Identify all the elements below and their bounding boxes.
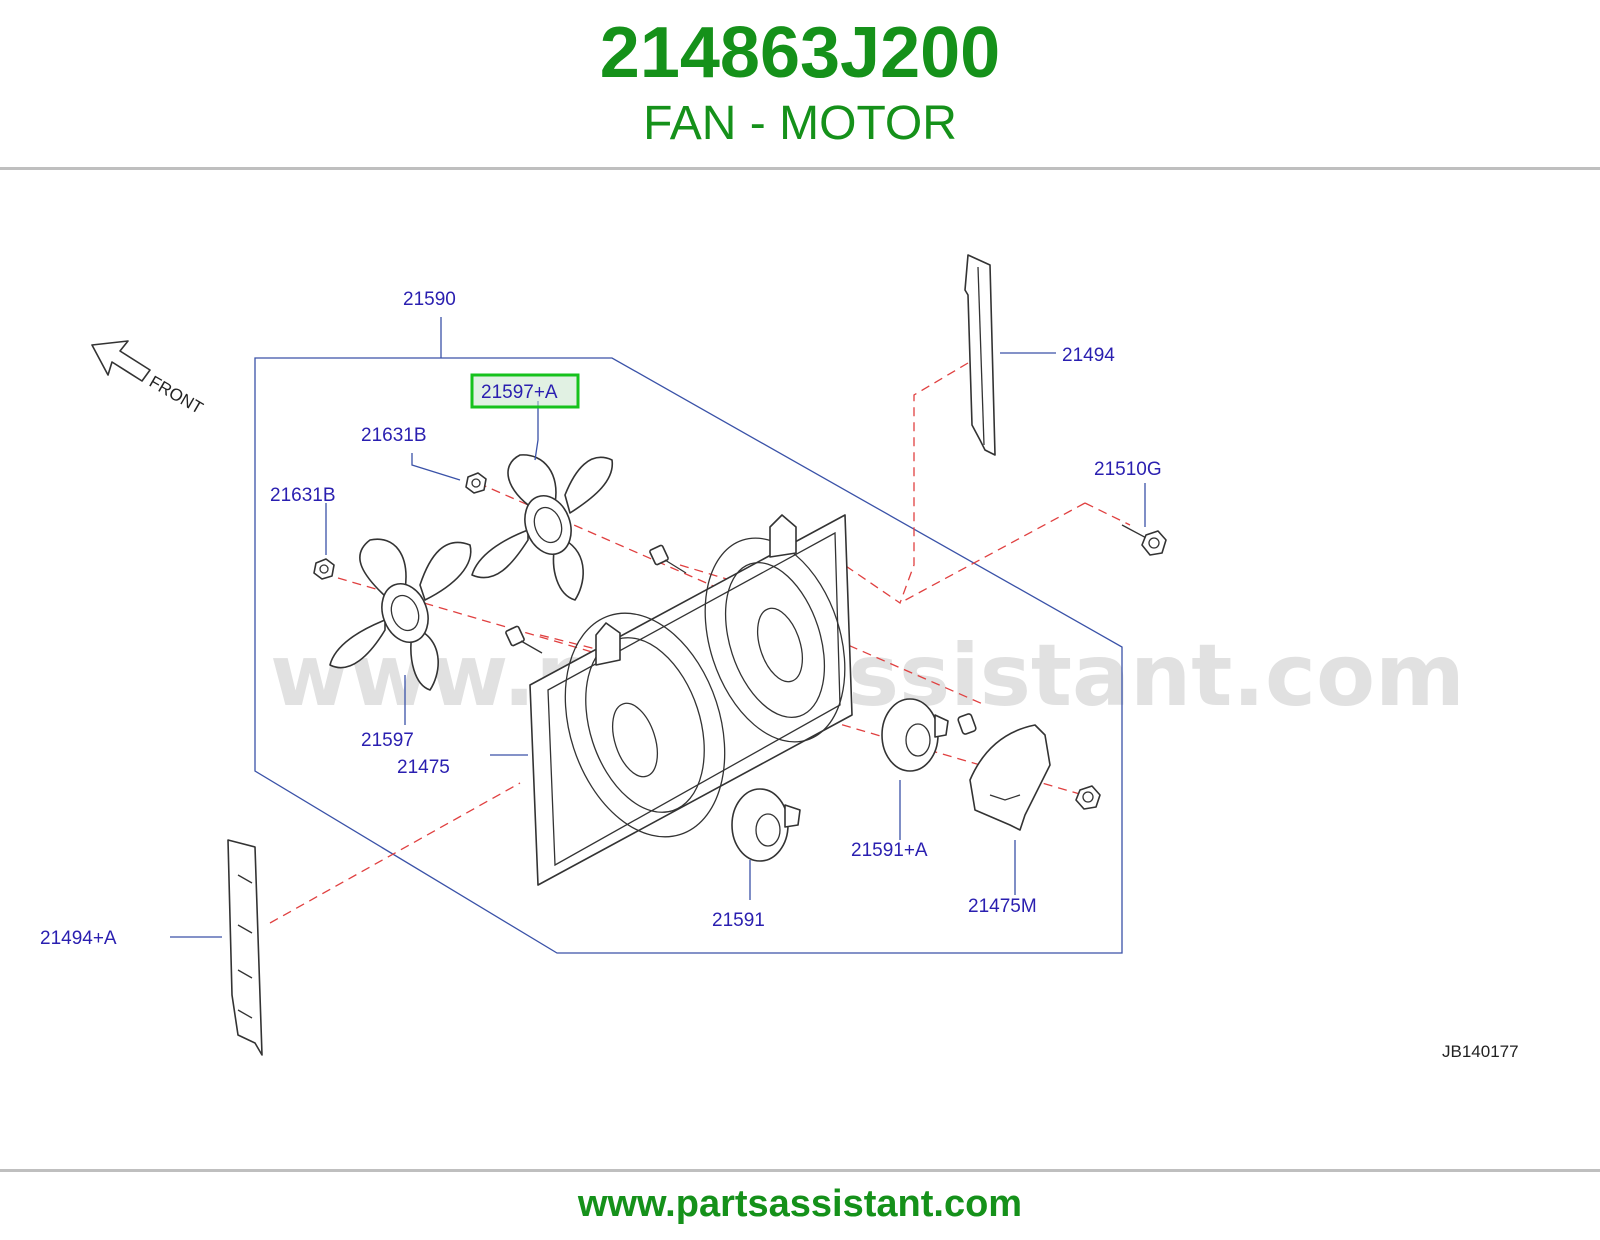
nut-21631B-upper xyxy=(465,472,487,494)
air-guide-21494 xyxy=(964,254,996,456)
motor-21591 xyxy=(731,788,801,862)
header-divider xyxy=(0,167,1600,170)
part-name-subtitle: FAN - MOTOR xyxy=(643,97,957,150)
callout-leaders xyxy=(170,352,1146,938)
nut-21631B-lower xyxy=(313,558,335,580)
nut-end xyxy=(1075,785,1101,810)
motor-cover-21475M xyxy=(969,724,1051,831)
callout-21475M: 21475M xyxy=(968,896,1037,917)
callout-21510G: 21510G xyxy=(1094,459,1162,480)
highlight-box xyxy=(470,373,580,409)
callout-21631B-upper: 21631B xyxy=(361,425,427,446)
parts-diagram: www.partsassistant.com xyxy=(40,254,1519,1061)
callout-21597A: 21597+A xyxy=(481,382,558,403)
callout-21494: 21494 xyxy=(1062,345,1115,366)
motor-21591A xyxy=(881,698,977,772)
footer-url[interactable]: www.partsassistant.com xyxy=(577,1183,1023,1225)
air-guide-21494A xyxy=(227,839,263,1056)
callout-21494A: 21494+A xyxy=(40,928,117,949)
front-arrow-icon xyxy=(91,340,151,382)
callout-21597: 21597 xyxy=(361,730,414,751)
bolt-21510G xyxy=(1121,524,1167,556)
fan-shroud xyxy=(529,514,853,886)
callout-21591A: 21591+A xyxy=(851,840,928,861)
footer-divider xyxy=(0,1169,1600,1172)
page-header: 214863J200 FAN - MOTOR xyxy=(0,0,1600,168)
diagram-reference-code: JB140177 xyxy=(1442,1042,1519,1061)
watermark-text: www.partsassistant.com xyxy=(270,626,1465,726)
callout-21631B-lower: 21631B xyxy=(270,485,336,506)
bolt-lower xyxy=(505,625,543,654)
assembly-boundary xyxy=(254,357,1123,954)
callout-21590: 21590 xyxy=(403,289,456,310)
fan-blade-21597A xyxy=(471,454,613,601)
fan-blade-21597 xyxy=(329,538,472,691)
front-label: FRONT xyxy=(146,372,206,418)
callout-21475: 21475 xyxy=(397,757,450,778)
part-number-title: 214863J200 xyxy=(599,13,1001,93)
bolt-upper xyxy=(649,544,687,574)
callout-21591: 21591 xyxy=(712,910,765,931)
